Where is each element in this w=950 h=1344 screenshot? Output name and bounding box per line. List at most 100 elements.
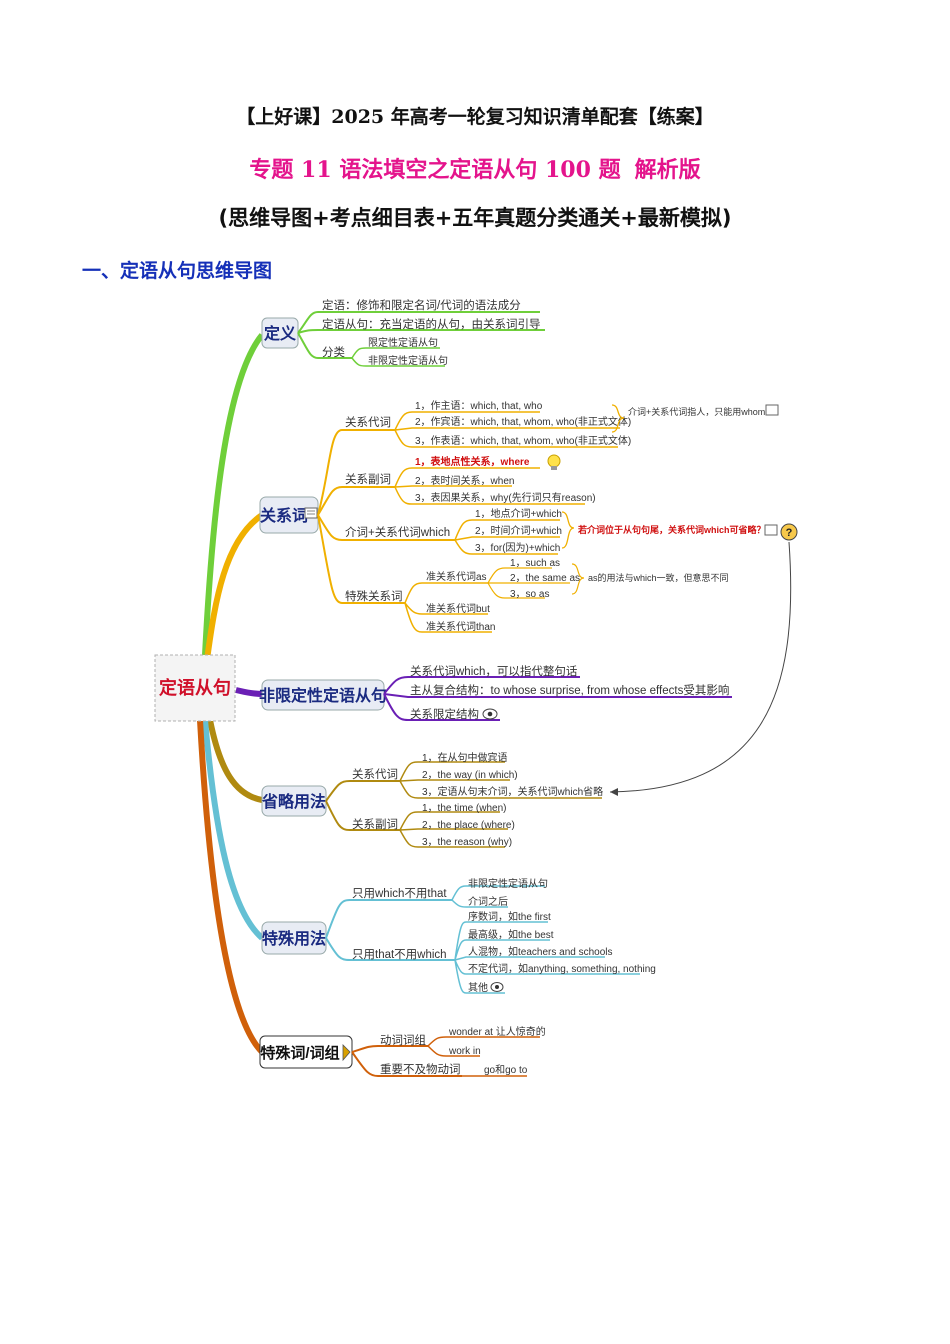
rel-adv-label: 关系副词 <box>345 472 391 486</box>
node-special-phrases-label: 特殊词/词组 <box>260 1044 339 1062</box>
nonres-item-3: 关系限定结构 <box>410 707 479 721</box>
note-icon <box>765 404 779 416</box>
rel-adv-1: 1，表地点性关系，where <box>415 455 530 468</box>
omit-pron-3: 3，定语从句末介词，关系代词which省略 <box>422 785 603 798</box>
omit-pron-label: 关系代词 <box>352 767 398 781</box>
flag-icon <box>342 1044 351 1062</box>
node-relatives-label: 关系词 <box>260 506 308 525</box>
def-link-3 <box>297 332 352 359</box>
omit-adv-3: 3，the reason (why) <box>422 837 512 848</box>
def-item-2: 定语从句：充当定语的从句，由关系词引导 <box>322 317 541 331</box>
question-icon: ? <box>764 523 798 541</box>
eye-icon <box>490 982 504 992</box>
branch-nonrestrictive <box>235 687 263 697</box>
def-category-1: 限定性定语从句 <box>368 336 438 349</box>
def-category: 分类 <box>322 345 345 359</box>
omit-pron-2: 2，the way (in which) <box>422 770 518 781</box>
nonres-link-1 <box>383 676 580 695</box>
phr-verb-links <box>427 1036 540 1057</box>
rel-as-2: 2，the same as <box>510 573 580 584</box>
rel-adv-2: 2，表时间关系，when <box>415 474 514 487</box>
rel-but: 准关系代词but <box>426 602 490 615</box>
omit-link-adv <box>325 800 400 831</box>
spec-link-that <box>325 937 455 961</box>
phr-verb-2: work in <box>448 1046 481 1057</box>
edition-badge: 解析版 <box>634 158 701 183</box>
omit-adv-links <box>399 811 508 848</box>
rel-prep-1: 1，地点介词+which <box>475 507 562 520</box>
topic-title: 专题 11 语法填空之定语从句 100 题 <box>249 157 621 183</box>
spec-which-1: 非限定性定语从句 <box>468 877 548 890</box>
branch-relatives <box>204 512 264 661</box>
phr-intr-1: go和go to <box>484 1064 528 1076</box>
phr-verb-label: 动词词组 <box>380 1033 426 1047</box>
spec-which-links <box>451 885 545 908</box>
omit-link-pron <box>325 780 400 802</box>
rel-than: 准关系代词than <box>426 620 495 633</box>
node-definition-label: 定义 <box>263 324 296 343</box>
spec-link-which <box>325 899 452 939</box>
rel-link-prep <box>317 514 455 541</box>
rel-as-3: 3，so as <box>510 589 549 600</box>
rel-as-links <box>487 567 570 599</box>
def-link-1 <box>297 311 540 334</box>
rel-special-label: 特殊关系词 <box>345 589 403 603</box>
node-special-usage-label: 特殊用法 <box>262 929 326 948</box>
rel-link-special <box>317 514 405 604</box>
spec-that-3: 人混物，如teachers and schools <box>468 945 613 958</box>
omit-pron-1: 1，在从句中做宾语 <box>422 751 508 764</box>
branch-special-usage <box>202 719 265 941</box>
def-link-sub <box>351 347 445 367</box>
nonres-item-1: 关系代词which，可以指代整句话 <box>410 664 578 678</box>
omit-adv-1: 1，the time (when) <box>422 803 506 814</box>
rel-prep-3: 3，for(因为)+which <box>475 542 560 554</box>
svg-text:?: ? <box>786 527 793 539</box>
rel-link-adv <box>317 486 395 516</box>
def-link-2 <box>297 329 545 334</box>
spec-that-only: 只用that不用which <box>352 949 447 961</box>
nonres-link-2 <box>383 693 732 698</box>
rel-as-note: as的用法与which一致，但意思不同 <box>588 572 729 583</box>
arrowhead-icon <box>610 788 618 796</box>
phr-link-intr <box>351 1051 462 1077</box>
rel-link-pron <box>317 429 395 516</box>
rel-as-1: 1，such as <box>510 558 560 569</box>
phr-verb-1: wonder at 让人惊奇的 <box>448 1025 546 1038</box>
branch-definition <box>202 333 265 656</box>
cross-reference-arrow <box>609 541 792 793</box>
root-node <box>154 654 236 722</box>
spec-which-only: 只用which不用that <box>352 888 447 900</box>
omit-adv-label: 关系副词 <box>352 817 398 831</box>
branch-special-phrases <box>197 719 265 1055</box>
omit-pron-links <box>399 761 602 799</box>
rel-pron-links <box>394 411 620 448</box>
spec-that-links <box>454 921 640 994</box>
rel-prep-brace <box>561 511 575 549</box>
rel-quasi-as: 准关系代词as <box>426 570 487 583</box>
rel-pron-label: 关系代词 <box>345 415 391 429</box>
rel-prep-note: 若介词位于从句句尾，关系代词which可省略？ <box>577 524 766 535</box>
rel-pron-note: 介词+关系代词指人，只能用whom <box>628 406 765 417</box>
rel-adv-links <box>394 467 585 505</box>
rel-special-links <box>404 582 492 633</box>
def-category-2: 非限定性定语从句 <box>368 354 448 367</box>
rel-prep-links <box>454 519 560 555</box>
spec-that-5: 其他 <box>468 981 488 994</box>
omit-adv-2: 2，the place (where) <box>422 820 515 831</box>
branch-omission <box>207 719 263 803</box>
section-title: 一、定语从句思维导图 <box>82 260 273 282</box>
phr-intr-label: 重要不及物动词 <box>380 1062 461 1076</box>
root-label: 定语从句 <box>159 677 231 698</box>
rel-adv-3: 3，表因果关系，why(先行词只有reason) <box>415 491 596 504</box>
rel-as-brace <box>571 563 585 595</box>
rel-prep-label: 介词+关系代词which <box>345 525 450 539</box>
phr-link-verb <box>351 1045 428 1053</box>
rel-pron-2: 2，作宾语：which, that, whom, who(非正式文体) <box>415 415 631 428</box>
doc-header-line1: 【上好课】2025 年高考一轮复习知识清单配套【练案】 <box>236 106 714 128</box>
spec-that-2: 最高级，如the best <box>468 928 554 941</box>
rel-pron-1: 1，作主语：which, that, who <box>415 400 543 412</box>
lightbulb-icon <box>547 454 561 470</box>
eye-icon <box>482 708 498 720</box>
note-icon <box>304 507 318 519</box>
